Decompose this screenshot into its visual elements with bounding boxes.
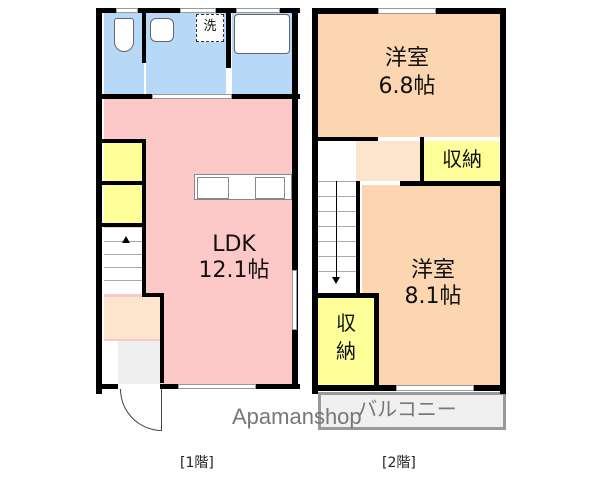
sink-fixture xyxy=(150,18,174,42)
washer-space: 洗 xyxy=(196,14,224,42)
floor-2-plan: 洋室 6.8帖 収納 洋室 8.1帖 収 納 バルコニー xyxy=(312,8,506,430)
hall-2f xyxy=(356,141,420,181)
ldk-area: 12.1帖 xyxy=(198,258,270,283)
western-room-2-label: 洋室 xyxy=(410,258,455,283)
bathtub xyxy=(234,14,290,54)
balcony xyxy=(318,392,506,430)
window xyxy=(236,8,280,13)
stairs-1f xyxy=(104,228,142,294)
up-arrow-icon xyxy=(122,236,130,243)
storage-1-label: 収納 xyxy=(442,147,482,171)
window xyxy=(178,384,256,389)
window xyxy=(292,270,297,330)
window xyxy=(116,8,138,13)
western-room-1-label: 洋室 xyxy=(384,46,429,71)
stairs-2f xyxy=(318,141,356,293)
stove-icon xyxy=(255,177,285,199)
window xyxy=(378,8,436,14)
genkan-side xyxy=(104,341,118,384)
front-door-swing xyxy=(120,389,162,431)
storage-2-label-top: 収 xyxy=(336,311,356,335)
floor-1-caption: [1階] xyxy=(180,455,214,471)
window xyxy=(396,385,474,391)
western-room-2 xyxy=(362,185,500,385)
genkan xyxy=(118,341,160,384)
kitchen-counter xyxy=(194,174,292,200)
storage-2 xyxy=(318,298,374,385)
window xyxy=(180,8,216,13)
watermark: Apamanshop xyxy=(232,404,362,429)
western-room-1-area: 6.8帖 xyxy=(378,74,436,99)
closet-1 xyxy=(104,143,142,181)
ldk-label: LDK xyxy=(212,232,256,257)
balcony-label: バルコニー xyxy=(357,397,457,421)
kitchen-sink xyxy=(197,177,229,199)
storage-1 xyxy=(424,141,500,181)
down-arrow-icon xyxy=(332,277,340,284)
closet-2 xyxy=(104,185,142,223)
sliding-door xyxy=(152,94,232,99)
western-room-2-area: 8.1帖 xyxy=(404,284,462,309)
floor-2-caption: [2階] xyxy=(382,455,416,471)
toilet-fixture xyxy=(114,18,134,52)
entrance-hall xyxy=(104,297,160,339)
western-room-1 xyxy=(318,13,500,137)
floor-1-plan: 洗 LDK 12.1帖 xyxy=(96,8,300,431)
storage-2-label-bottom: 納 xyxy=(336,339,356,363)
